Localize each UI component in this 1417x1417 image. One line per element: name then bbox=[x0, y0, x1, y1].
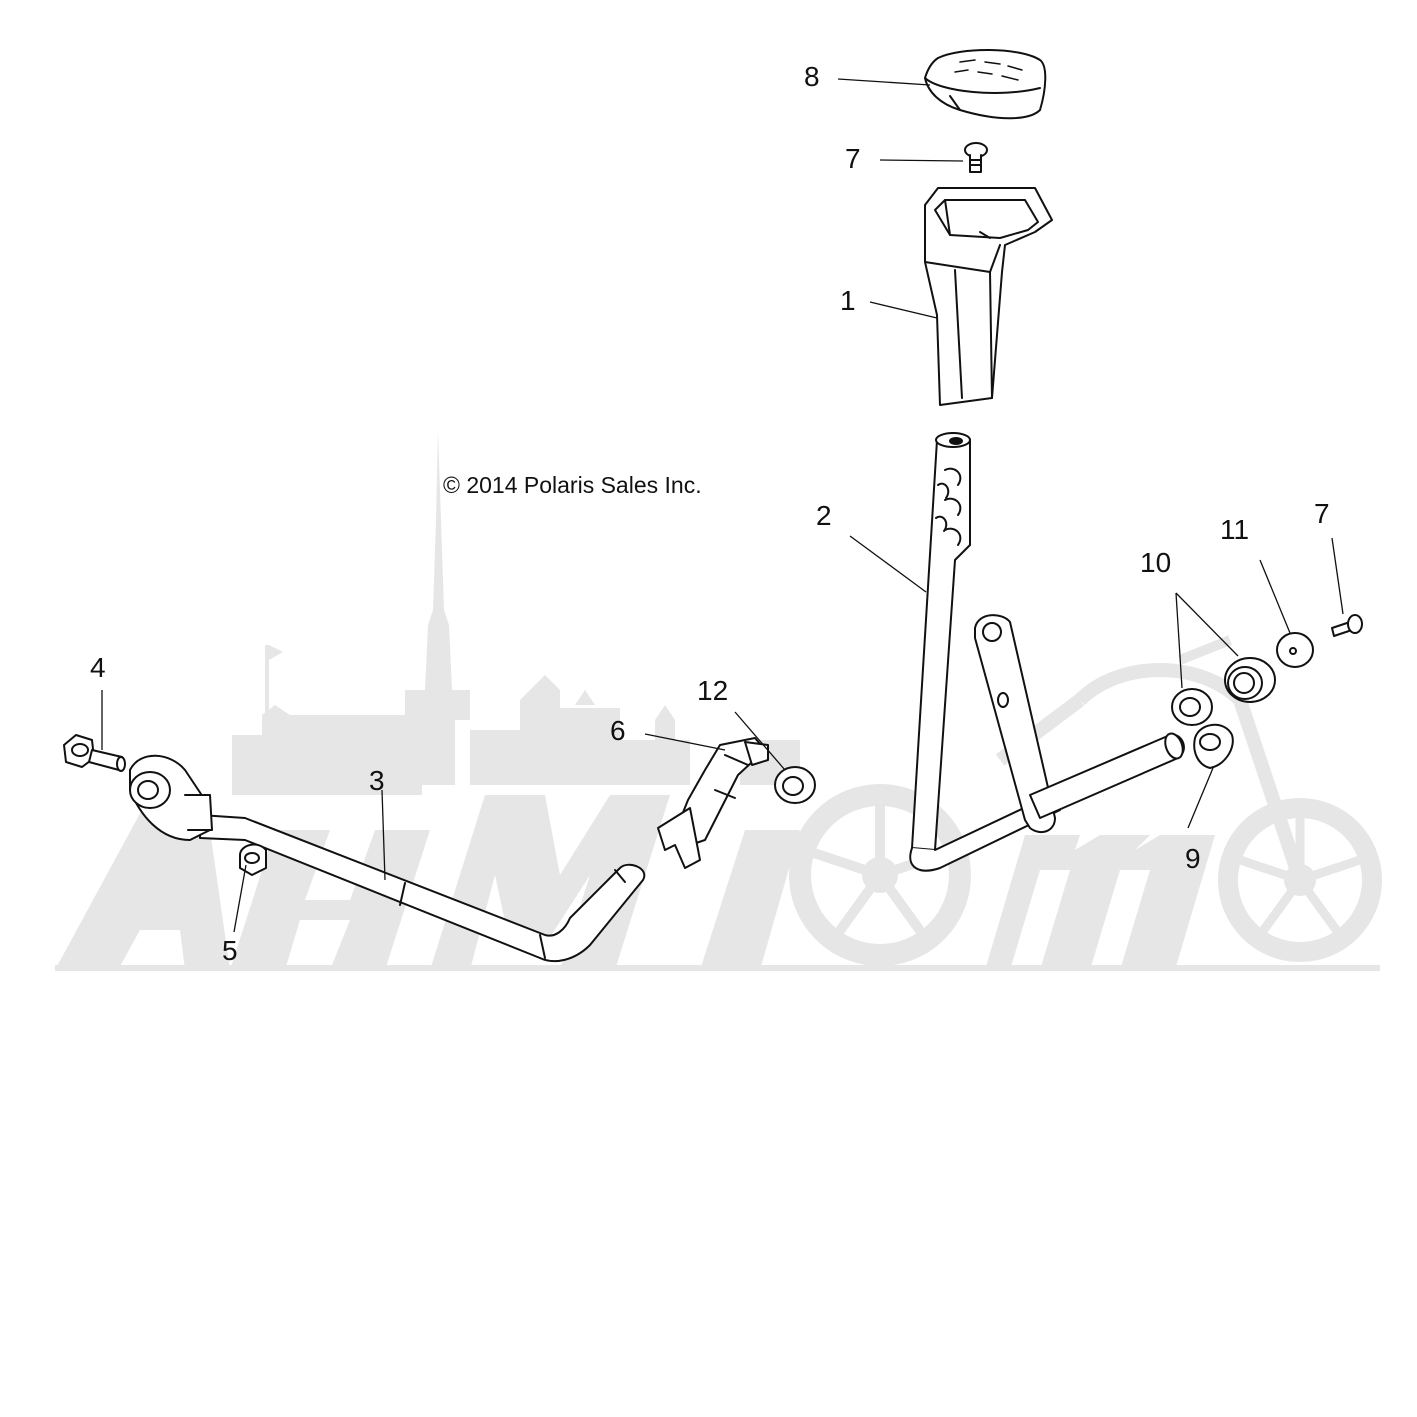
watermark-wheel-left bbox=[789, 784, 971, 966]
callout-5: 5 bbox=[222, 935, 238, 966]
washer-12-icon bbox=[774, 766, 816, 804]
callout-7-right: 7 bbox=[1314, 498, 1330, 529]
callout-2: 2 bbox=[816, 500, 832, 531]
clip-connector-icon bbox=[657, 737, 769, 869]
shift-rod-icon bbox=[129, 754, 646, 963]
screw-top-icon bbox=[964, 142, 988, 173]
callout-7-top: 7 bbox=[845, 143, 861, 174]
copyright-notice: © 2014 Polaris Sales Inc. bbox=[443, 472, 702, 498]
shift-lever-icon bbox=[909, 432, 1185, 872]
leader-lines bbox=[101, 78, 1344, 933]
knob-cap-icon bbox=[924, 49, 1047, 120]
callout-4: 4 bbox=[90, 652, 106, 683]
callout-9: 9 bbox=[1185, 843, 1201, 874]
callout-1: 1 bbox=[840, 285, 856, 316]
washer-11-icon bbox=[1276, 632, 1314, 668]
callout-6: 6 bbox=[610, 715, 626, 746]
bolt-icon bbox=[63, 734, 126, 772]
callout-3: 3 bbox=[369, 765, 385, 796]
bushing-right-icon bbox=[1224, 657, 1276, 703]
nut-icon bbox=[239, 843, 267, 876]
callout-10: 10 bbox=[1140, 547, 1171, 578]
screw-right-icon bbox=[1331, 614, 1363, 637]
callout-8: 8 bbox=[804, 61, 820, 92]
lock-washer-icon bbox=[1193, 723, 1234, 769]
bushing-left-icon bbox=[1171, 688, 1213, 726]
callout-12: 12 bbox=[697, 675, 728, 706]
callouts: 8 7 1 2 7 11 10 12 6 4 3 5 9 bbox=[90, 61, 1330, 966]
shift-knob-body-icon bbox=[924, 187, 1053, 406]
callout-11: 11 bbox=[1220, 514, 1249, 545]
